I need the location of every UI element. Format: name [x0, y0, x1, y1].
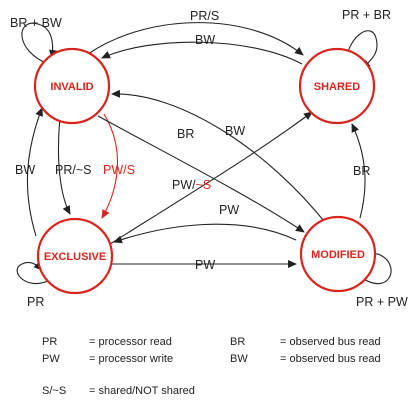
label-invalid-to-modified-prefix: PW/ — [172, 178, 196, 192]
label-invalid-self: BR + BW — [10, 16, 62, 30]
legend-desc-br: = observed bus read — [280, 336, 381, 348]
edge-exclusive-to-shared — [109, 111, 313, 245]
label-invalid-to-modified-suffix: ~S — [196, 178, 212, 192]
label-exclusive-to-invalid: BW — [15, 163, 35, 177]
state-shared: SHARED — [298, 47, 376, 125]
legend-desc-pr: = processor read — [89, 336, 172, 348]
edge-shared-to-invalid — [101, 41, 303, 65]
state-shared-label: SHARED — [314, 81, 361, 93]
legend-desc-pw: = processor write — [89, 353, 174, 365]
edge-invalid-to-exclusive-black — [57, 117, 71, 215]
legend-key-pr: PR — [42, 336, 58, 348]
edge-invalid-to-shared — [87, 22, 304, 56]
legend-desc-bw: = observed bus read — [280, 353, 381, 365]
state-exclusive-label: EXCLUSIVE — [44, 251, 106, 263]
state-modified: MODIFIED — [299, 215, 377, 293]
label-exclusive-to-shared: BR — [177, 127, 194, 141]
state-invalid-label: INVALID — [50, 81, 93, 93]
label-shared-self: PR + BR — [342, 8, 391, 22]
edge-invalid-self — [21, 22, 57, 65]
legend-key-br: BR — [230, 336, 246, 348]
legend-key-bw: BW — [230, 353, 248, 365]
label-modified-to-shared: BR — [353, 164, 370, 178]
edge-shared-self — [345, 30, 378, 69]
label-invalid-to-modified: PW/~S — [172, 178, 211, 192]
edge-exclusive-self — [16, 261, 51, 285]
legend-desc-s: = shared/NOT shared — [89, 385, 195, 397]
label-exclusive-to-modified: PW — [195, 258, 215, 272]
edge-invalid-to-modified — [97, 115, 305, 233]
edge-modified-to-invalid — [111, 89, 329, 227]
legend-key-pw: PW — [42, 353, 60, 365]
legend-key-s: S/~S — [42, 385, 67, 397]
state-modified-label: MODIFIED — [311, 249, 365, 261]
label-invalid-to-shared: PR/S — [190, 9, 219, 23]
label-modified-to-invalid: BW — [225, 124, 245, 138]
label-exclusive-self: PR — [27, 295, 44, 309]
label-invalid-to-exclusive-red: PW/S — [103, 163, 135, 177]
label-modified-self: PR + PW — [356, 295, 408, 309]
label-modified-to-exclusive: PW — [219, 203, 239, 217]
edge-invalid-to-exclusive-red — [101, 113, 119, 219]
state-invalid: INVALID — [33, 47, 111, 125]
label-shared-to-invalid: BW — [195, 33, 215, 47]
edge-modified-to-exclusive — [113, 223, 297, 244]
edge-exclusive-to-invalid — [26, 107, 43, 237]
edge-modified-to-shared — [351, 123, 366, 219]
label-invalid-to-exclusive-black: PR/~S — [55, 163, 91, 177]
state-exclusive: EXCLUSIVE — [36, 217, 114, 295]
